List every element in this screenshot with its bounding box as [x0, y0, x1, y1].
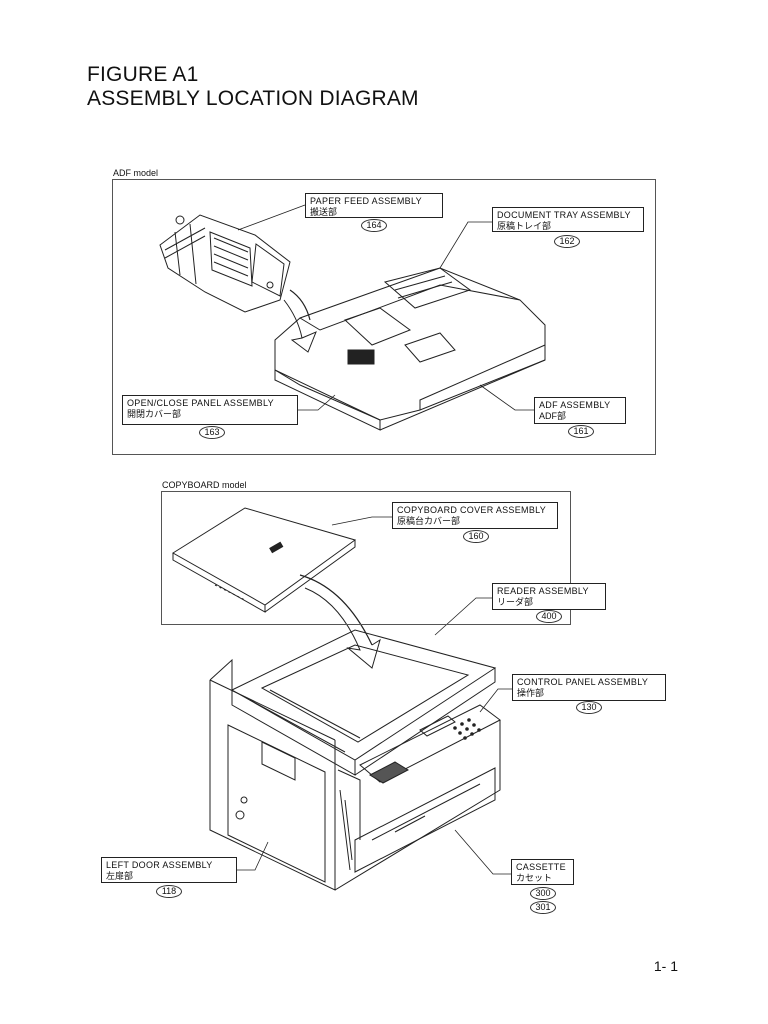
- cassette-label: CASSETTE: [516, 862, 566, 872]
- left-door-label-jp: 左扉部: [106, 871, 134, 881]
- main-unit-drawing: [209, 629, 501, 891]
- callout-copyboard-cover: COPYBOARD COVER ASSEMBLY 原稿台カバー部: [392, 502, 558, 529]
- ref-161: 161: [568, 425, 594, 438]
- callout-left-door: LEFT DOOR ASSEMBLY 左扉部: [101, 857, 237, 883]
- paper-feed-label: PAPER FEED ASSEMBLY: [310, 196, 422, 206]
- adf-label: ADF ASSEMBLY: [539, 400, 611, 410]
- ref-160: 160: [463, 530, 489, 543]
- adf-model-label: ADF model: [113, 168, 159, 178]
- callout-reader: READER ASSEMBLY リーダ部: [492, 583, 606, 610]
- cassette-label-jp: カセット: [516, 873, 553, 883]
- control-panel-label-jp: 操作部: [517, 688, 545, 698]
- ref-164: 164: [361, 219, 387, 232]
- document-tray-label: DOCUMENT TRAY ASSEMBLY: [497, 210, 631, 220]
- paper-feed-drawing: [159, 214, 317, 353]
- reader-label-jp: リーダ部: [497, 597, 534, 607]
- ref-130: 130: [576, 701, 602, 714]
- paper-feed-label-jp: 搬送部: [310, 207, 338, 217]
- callout-control-panel: CONTROL PANEL ASSEMBLY 操作部: [512, 674, 666, 701]
- document-tray-label-jp: 原稿トレイ部: [497, 221, 552, 231]
- callout-adf: ADF ASSEMBLY ADF部: [534, 397, 626, 424]
- ref-301: 301: [530, 901, 556, 914]
- copyboard-cover-label-jp: 原稿台カバー部: [397, 516, 461, 526]
- copyboard-cover-drawing: [172, 507, 357, 613]
- copyboard-model-label: COPYBOARD model: [162, 480, 247, 490]
- ref-162: 162: [554, 235, 580, 248]
- leader-lines: [237, 204, 534, 875]
- page-number: 1- 1: [653, 958, 678, 974]
- callout-cassette: CASSETTE カセット: [511, 859, 574, 885]
- ref-163: 163: [199, 426, 225, 439]
- callout-document-tray: DOCUMENT TRAY ASSEMBLY 原稿トレイ部: [492, 207, 644, 232]
- callout-paper-feed: PAPER FEED ASSEMBLY 搬送部: [305, 193, 443, 218]
- open-close-panel-label-jp: 開閉カバー部: [127, 409, 182, 419]
- adf-label-jp: ADF部: [539, 411, 567, 421]
- open-close-panel-label: OPEN/CLOSE PANEL ASSEMBLY: [127, 398, 274, 408]
- copyboard-cover-label: COPYBOARD COVER ASSEMBLY: [397, 505, 547, 515]
- adf-unit-drawing: [274, 267, 546, 431]
- callout-open-close-panel: OPEN/CLOSE PANEL ASSEMBLY 開閉カバー部: [122, 395, 298, 425]
- reader-label: READER ASSEMBLY: [497, 586, 589, 596]
- figure-title: ASSEMBLY LOCATION DIAGRAM: [87, 87, 419, 110]
- left-door-label: LEFT DOOR ASSEMBLY: [106, 860, 213, 870]
- ref-118: 118: [156, 885, 182, 898]
- adf-model-frame: [112, 179, 656, 455]
- ref-300: 300: [530, 887, 556, 900]
- copyboard-model-frame: [161, 491, 571, 625]
- figure-number: FIGURE A1: [87, 63, 199, 86]
- control-panel-label: CONTROL PANEL ASSEMBLY: [517, 677, 649, 687]
- ref-400: 400: [536, 610, 562, 623]
